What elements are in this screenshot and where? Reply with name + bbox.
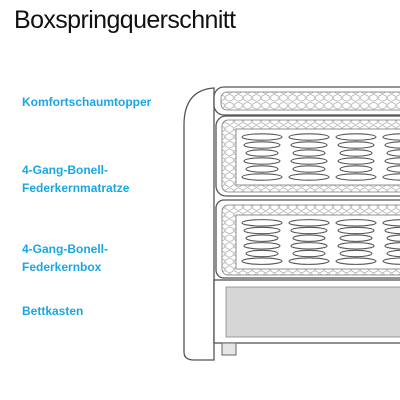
mattress-layer	[215, 115, 400, 197]
label-base: Bettkasten	[22, 302, 83, 320]
spring-coil	[382, 133, 400, 181]
label-line: Bettkasten	[22, 304, 84, 318]
side-upholstery	[183, 87, 215, 361]
spring-coil	[288, 133, 330, 181]
spring-coil	[335, 133, 377, 181]
spring-coil	[288, 219, 330, 265]
mattress-springs	[241, 133, 400, 181]
label-mattress: 4-Gang-Bonell- Federkernmatratze	[22, 161, 129, 197]
label-line: Federkernmatratze	[22, 181, 130, 195]
label-line: Komfortschaumtopper	[22, 95, 152, 109]
label-line: 4-Gang-Bonell-	[22, 242, 108, 256]
spring-coil	[241, 133, 283, 181]
spring-coil	[382, 219, 400, 265]
bed-foot	[221, 342, 237, 356]
page-title: Boxspringquerschnitt	[14, 6, 236, 34]
label-line: 4-Gang-Bonell-	[22, 163, 108, 177]
box-springs	[241, 219, 400, 265]
box-layer	[215, 199, 400, 279]
label-box: 4-Gang-Bonell- Federkernbox	[22, 240, 108, 276]
base-layer	[213, 279, 400, 344]
spring-coil	[335, 219, 377, 265]
label-topper: Komfortschaumtopper	[22, 93, 151, 111]
spring-coil	[241, 219, 283, 265]
label-line: Federkernbox	[22, 260, 102, 274]
topper-layer	[213, 86, 400, 116]
